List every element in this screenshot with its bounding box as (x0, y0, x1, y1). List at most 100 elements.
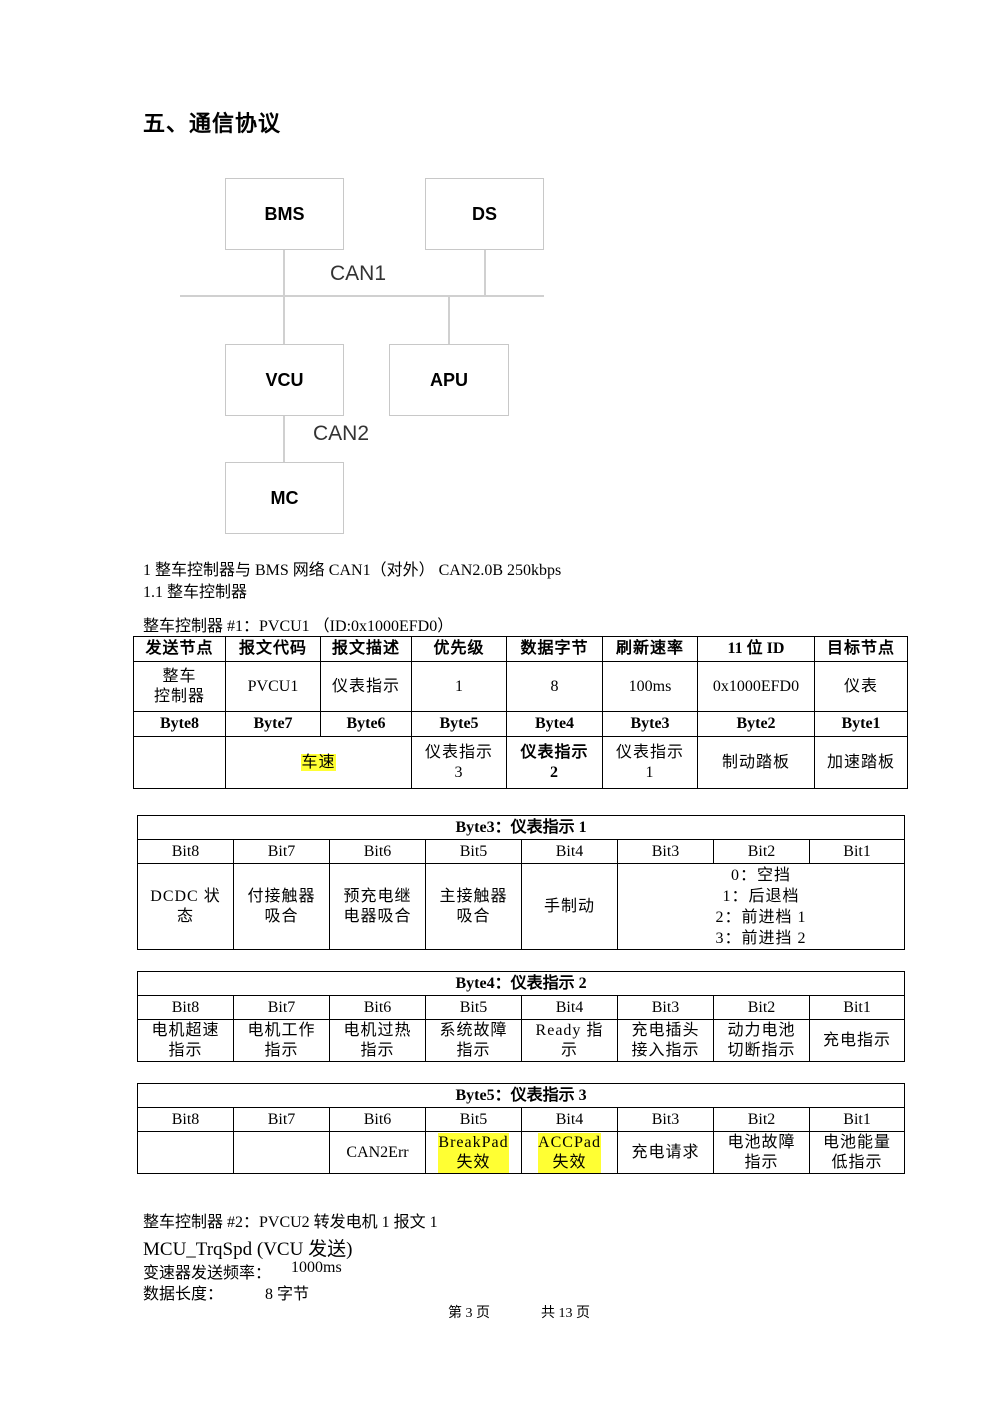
table-cell: 8 (506, 661, 603, 712)
bit-cell: Bit2 (713, 995, 810, 1020)
bit-cell: Bit4 (521, 839, 618, 864)
bit-cell: Bit5 (425, 839, 522, 864)
table-cell: 主接触器 吸合 (425, 863, 522, 950)
header-cell: 发送节点 (133, 636, 226, 662)
section-heading: 五、通信协议 (143, 112, 282, 137)
byte-cell: Byte1 (814, 711, 908, 737)
byte-header-row: Byte8 Byte7 Byte6 Byte5 Byte4 Byte3 Byte… (133, 711, 908, 737)
table-cell (233, 1131, 330, 1174)
subsection-line: 1.1 整车控制器 (143, 584, 248, 601)
ds-drop-line (484, 249, 486, 295)
table-cell: 电机超速 指示 (137, 1019, 234, 1062)
can1-label: CAN1 (330, 262, 387, 285)
message-name: MCU_TrqSpd (VCU 发送) (143, 1239, 353, 1260)
table-cell: ACCPad 失效 (521, 1131, 618, 1174)
bit-cell: Bit3 (617, 1107, 714, 1132)
byte4-title: Byte4：仪表指示 2 (136, 971, 906, 996)
table-cell: 动力电池 切断指示 (713, 1019, 810, 1062)
table-title-row: Byte5：仪表指示 3 (136, 1083, 906, 1108)
table-cell: 加速踏板 (814, 736, 908, 789)
table-cell: 电机过热 指示 (329, 1019, 426, 1062)
bit-cell: Bit7 (233, 1107, 330, 1132)
table-cell (137, 1131, 234, 1174)
apu-drop-line (448, 297, 450, 344)
byte-cell: Byte3 (602, 711, 698, 737)
byte-cell: Byte8 (133, 711, 226, 737)
node-mc: MC (225, 462, 344, 534)
length-label: 数据长度： (143, 1286, 224, 1303)
byte-cell: Byte5 (411, 711, 507, 737)
header-cell: 报文代码 (225, 636, 321, 662)
pvcu2-title: 整车控制器 #2：PVCU2 转发电机 1 报文 1 (143, 1214, 438, 1231)
node-ds: DS (425, 178, 544, 250)
can2-label: CAN2 (313, 422, 370, 445)
bit-cell: Bit2 (713, 1107, 810, 1132)
freq-label: 变速器发送频率： (143, 1265, 272, 1282)
node-apu: APU (389, 344, 509, 416)
breakpad-label: BreakPad 失效 (438, 1132, 509, 1173)
vcu-drop-line (283, 297, 285, 344)
byte5-table: Byte5：仪表指示 3 Bit8 Bit7 Bit6 Bit5 Bit4 Bi… (136, 1083, 906, 1174)
table-title-row: Byte4：仪表指示 2 (136, 971, 906, 996)
table-cell: BreakPad 失效 (425, 1131, 522, 1174)
bit-cell: Bit8 (137, 995, 234, 1020)
header-cell: 刷新速率 (602, 636, 698, 662)
can2-link-line (283, 414, 285, 462)
speed-label: 车速 (301, 753, 336, 771)
table-cell: 手制动 (521, 863, 618, 950)
bit-cell: Bit6 (329, 995, 426, 1020)
table-cell: 充电插头 接入指示 (617, 1019, 714, 1062)
bit-header-row: Bit8 Bit7 Bit6 Bit5 Bit4 Bit3 Bit2 Bit1 (137, 995, 906, 1020)
table-cell: 电池能量 低指示 (808, 1131, 906, 1174)
byte-cell: Byte7 (225, 711, 321, 737)
table-title-row: Byte3：仪表指示 1 (136, 815, 906, 840)
page-number: 第 3 页 (448, 1306, 490, 1321)
byte4-table: Byte4：仪表指示 2 Bit8 Bit7 Bit6 Bit5 Bit4 Bi… (136, 971, 906, 1062)
bit-cell: Bit1 (808, 995, 906, 1020)
byte5-title: Byte5：仪表指示 3 (136, 1083, 906, 1108)
table-cell: 整车 控制器 (133, 661, 226, 712)
table-row: 整车 控制器 PVCU1 仪表指示 1 8 100ms 0x1000EFD0 仪… (133, 661, 908, 712)
bms-drop-line (283, 249, 285, 295)
table-cell: 0x1000EFD0 (697, 661, 815, 712)
bit-cell: Bit3 (617, 995, 714, 1020)
bit-cell: Bit6 (329, 1107, 426, 1132)
table-cell: 仪表指示 (320, 661, 412, 712)
table-cell: 仪表指示 3 (411, 736, 507, 789)
byte-assign-row: 车速 仪表指示 3 仪表指示 2 仪表指示 1 制动踏板 加速踏板 (133, 736, 908, 789)
header-cell: 11 位 ID (697, 636, 815, 662)
bit-cell: Bit5 (425, 995, 522, 1020)
bit-cell: Bit1 (808, 1107, 906, 1132)
accpad-label: ACCPad 失效 (538, 1132, 601, 1173)
table-cell: 充电指示 (808, 1019, 906, 1062)
header-cell: 报文描述 (320, 636, 412, 662)
bit-cell: Bit2 (713, 839, 810, 864)
bit-cell: Bit1 (808, 839, 906, 864)
speed-cell: 车速 (225, 736, 412, 789)
bit-cell: Bit5 (425, 1107, 522, 1132)
byte-cell: Byte2 (697, 711, 815, 737)
table-cell: 系统故障 指示 (425, 1019, 522, 1062)
table-row: 电机超速 指示 电机工作 指示 电机过热 指示 系统故障 指示 Ready 指 … (137, 1019, 906, 1062)
freq-value: 1000ms (291, 1259, 342, 1276)
bit-cell: Bit3 (617, 839, 714, 864)
table-cell: 预充电继 电器吸合 (329, 863, 426, 950)
table-cell: Ready 指 示 (521, 1019, 618, 1062)
table-cell: 充电请求 (617, 1131, 714, 1174)
table-header-row: 发送节点 报文代码 报文描述 优先级 数据字节 刷新速率 11 位 ID 目标节… (133, 636, 908, 662)
table-cell: 电池故障 指示 (713, 1131, 810, 1174)
table-cell: 仪表 (814, 661, 908, 712)
byte3-table: Byte3：仪表指示 1 Bit8 Bit7 Bit6 Bit5 Bit4 Bi… (136, 815, 906, 950)
table-row: CAN2Err BreakPad 失效 ACCPad 失效 充电请求 电池故障 … (137, 1131, 906, 1174)
pvcu1-table: 发送节点 报文代码 报文描述 优先级 数据字节 刷新速率 11 位 ID 目标节… (133, 636, 908, 789)
table-cell: 仪表指示 2 (506, 736, 603, 789)
page-total: 共 13 页 (541, 1306, 590, 1321)
header-cell: 优先级 (411, 636, 507, 662)
byte3-title: Byte3：仪表指示 1 (136, 815, 906, 840)
table-cell (133, 736, 226, 789)
gear-line: 0：空挡 (731, 866, 792, 884)
table-cell: 仪表指示 1 (602, 736, 698, 789)
table-cell: 付接触器 吸合 (233, 863, 330, 950)
can1-bus-line (180, 295, 544, 297)
table-row: DCDC 状 态 付接触器 吸合 预充电继 电器吸合 主接触器 吸合 手制动 0… (137, 863, 906, 950)
